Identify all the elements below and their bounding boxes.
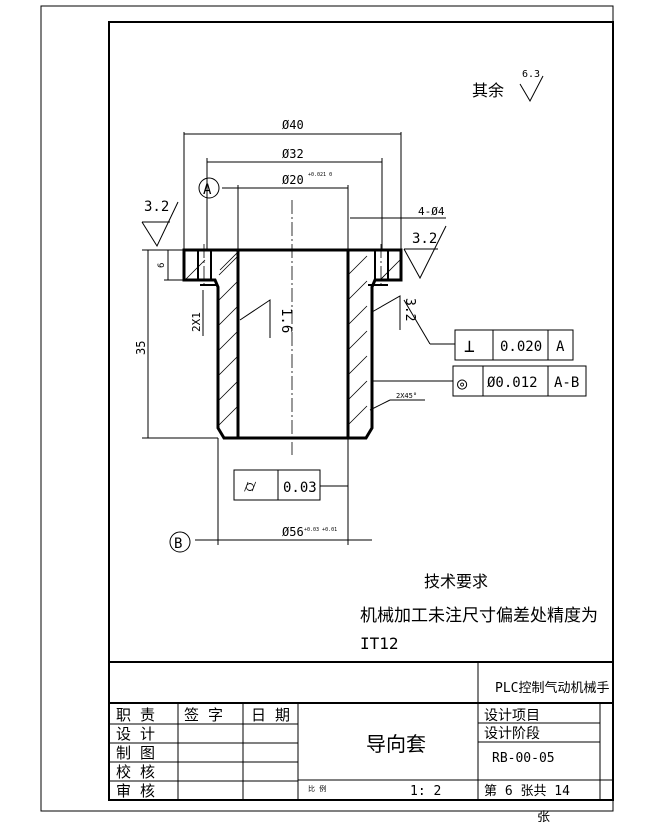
svg-text:Ø0.012: Ø0.012 xyxy=(487,375,538,391)
svg-text:B: B xyxy=(174,536,182,552)
roughness-top-right: 3.2 xyxy=(403,225,447,280)
design-stage: 设计阶段 xyxy=(484,726,540,742)
tech-requirements-line1: 机械加工未注尺寸偏差处精度为 xyxy=(360,606,598,626)
dimension-d40: Ø40 xyxy=(183,118,402,250)
role-4: 校 核 xyxy=(116,763,155,781)
svg-text:Ø56: Ø56 xyxy=(282,525,304,539)
roughness-symbol-icon xyxy=(141,201,179,248)
svg-text:Ø32: Ø32 xyxy=(282,147,304,161)
datum-b: B xyxy=(169,531,191,553)
roughness-symbol-icon xyxy=(519,75,544,103)
svg-text:+0.021 0: +0.021 0 xyxy=(308,172,332,178)
outer-contour xyxy=(182,248,403,440)
hatch-right-wall xyxy=(347,255,401,426)
roughness-general-label: 其余 xyxy=(472,81,504,100)
roughness-inner: 1.6 xyxy=(239,299,294,338)
sheet-text: 第 6 张共 14 xyxy=(484,784,570,799)
dimension-d32: Ø32 xyxy=(206,147,383,250)
tech-requirements-line2: IT12 xyxy=(360,634,399,653)
fcf-perpendicularity: ⊥ 0.020 A xyxy=(403,299,574,361)
dimension-h6: 6 xyxy=(157,250,184,281)
datum-a: A xyxy=(198,177,220,199)
dimension-groove: 2X1 xyxy=(190,290,204,336)
svg-text:4-Ø4: 4-Ø4 xyxy=(418,205,445,218)
dimension-chamfer: 2X45° xyxy=(369,392,425,411)
svg-text:A: A xyxy=(203,182,212,198)
svg-text:6: 6 xyxy=(157,263,167,268)
svg-text:1.6: 1.6 xyxy=(278,308,294,333)
fcf-cylindricity: ⌭ 0.03 xyxy=(233,469,348,501)
svg-text:⊥: ⊥ xyxy=(464,336,475,357)
svg-text:Ø40: Ø40 xyxy=(282,118,304,132)
svg-text:0.03: 0.03 xyxy=(283,480,317,496)
svg-text:0.020: 0.020 xyxy=(500,339,542,355)
part-section xyxy=(182,244,403,440)
svg-text:2X1: 2X1 xyxy=(190,312,203,332)
roughness-symbol-icon xyxy=(403,225,447,280)
fcf-coaxiality: ◎ Ø0.012 A-B xyxy=(372,365,587,397)
role-5: 审 核 xyxy=(116,782,155,800)
svg-text:A-B: A-B xyxy=(554,375,579,391)
svg-text:Ø20: Ø20 xyxy=(282,173,304,187)
col-date: 日 期 xyxy=(251,706,290,724)
role-3: 制 图 xyxy=(116,744,155,762)
dimension-holes: 4-Ø4 xyxy=(350,205,446,219)
general-roughness: 其余 6.3 xyxy=(472,69,544,103)
roughness-general-value: 6.3 xyxy=(522,69,540,80)
hatch-left-wall xyxy=(184,251,239,426)
drawing-number: RB-00-05 xyxy=(492,751,555,766)
roughness-top-left: 3.2 xyxy=(141,199,179,248)
svg-text:◎: ◎ xyxy=(457,374,468,394)
dimension-d56: Ø56 +0.03 +0.01 xyxy=(195,438,372,545)
svg-text:⌭: ⌭ xyxy=(244,477,257,497)
svg-text:A: A xyxy=(556,339,565,355)
col-sign: 签 字 xyxy=(184,706,223,724)
design-project: 设计项目 xyxy=(484,708,540,724)
roughness-outer-right: 3.2 xyxy=(371,295,417,330)
svg-text:2X45°: 2X45° xyxy=(396,392,417,400)
role-1: 职 责 xyxy=(116,706,155,724)
role-2: 设 计 xyxy=(116,725,155,743)
inner-border xyxy=(108,21,614,801)
tech-requirements-title: 技术要求 xyxy=(424,572,488,591)
scale-label: 比 例 xyxy=(308,784,326,793)
roughness-symbol-icon xyxy=(371,295,401,330)
roughness-symbol-icon xyxy=(239,299,271,338)
svg-text:3.2: 3.2 xyxy=(144,199,169,215)
svg-text:3.2: 3.2 xyxy=(412,231,437,247)
svg-text:+0.03 +0.01: +0.03 +0.01 xyxy=(304,527,337,533)
part-name: 导向套 xyxy=(366,732,426,756)
title-block: PLC控制气动机械手 职 责 设 计 制 图 校 核 审 核 签 字 日 期 导… xyxy=(109,661,613,825)
sheet-unit: 张 xyxy=(537,810,550,825)
tech-requirements: 技术要求 机械加工未注尺寸偏差处精度为 IT12 xyxy=(360,572,598,653)
dimension-h35: 35 xyxy=(134,249,218,439)
project-name: PLC控制气动机械手 xyxy=(495,680,609,696)
scale-value: 1: 2 xyxy=(410,784,441,799)
svg-text:35: 35 xyxy=(134,341,148,355)
dimension-d20: Ø20 +0.021 0 xyxy=(222,172,349,250)
